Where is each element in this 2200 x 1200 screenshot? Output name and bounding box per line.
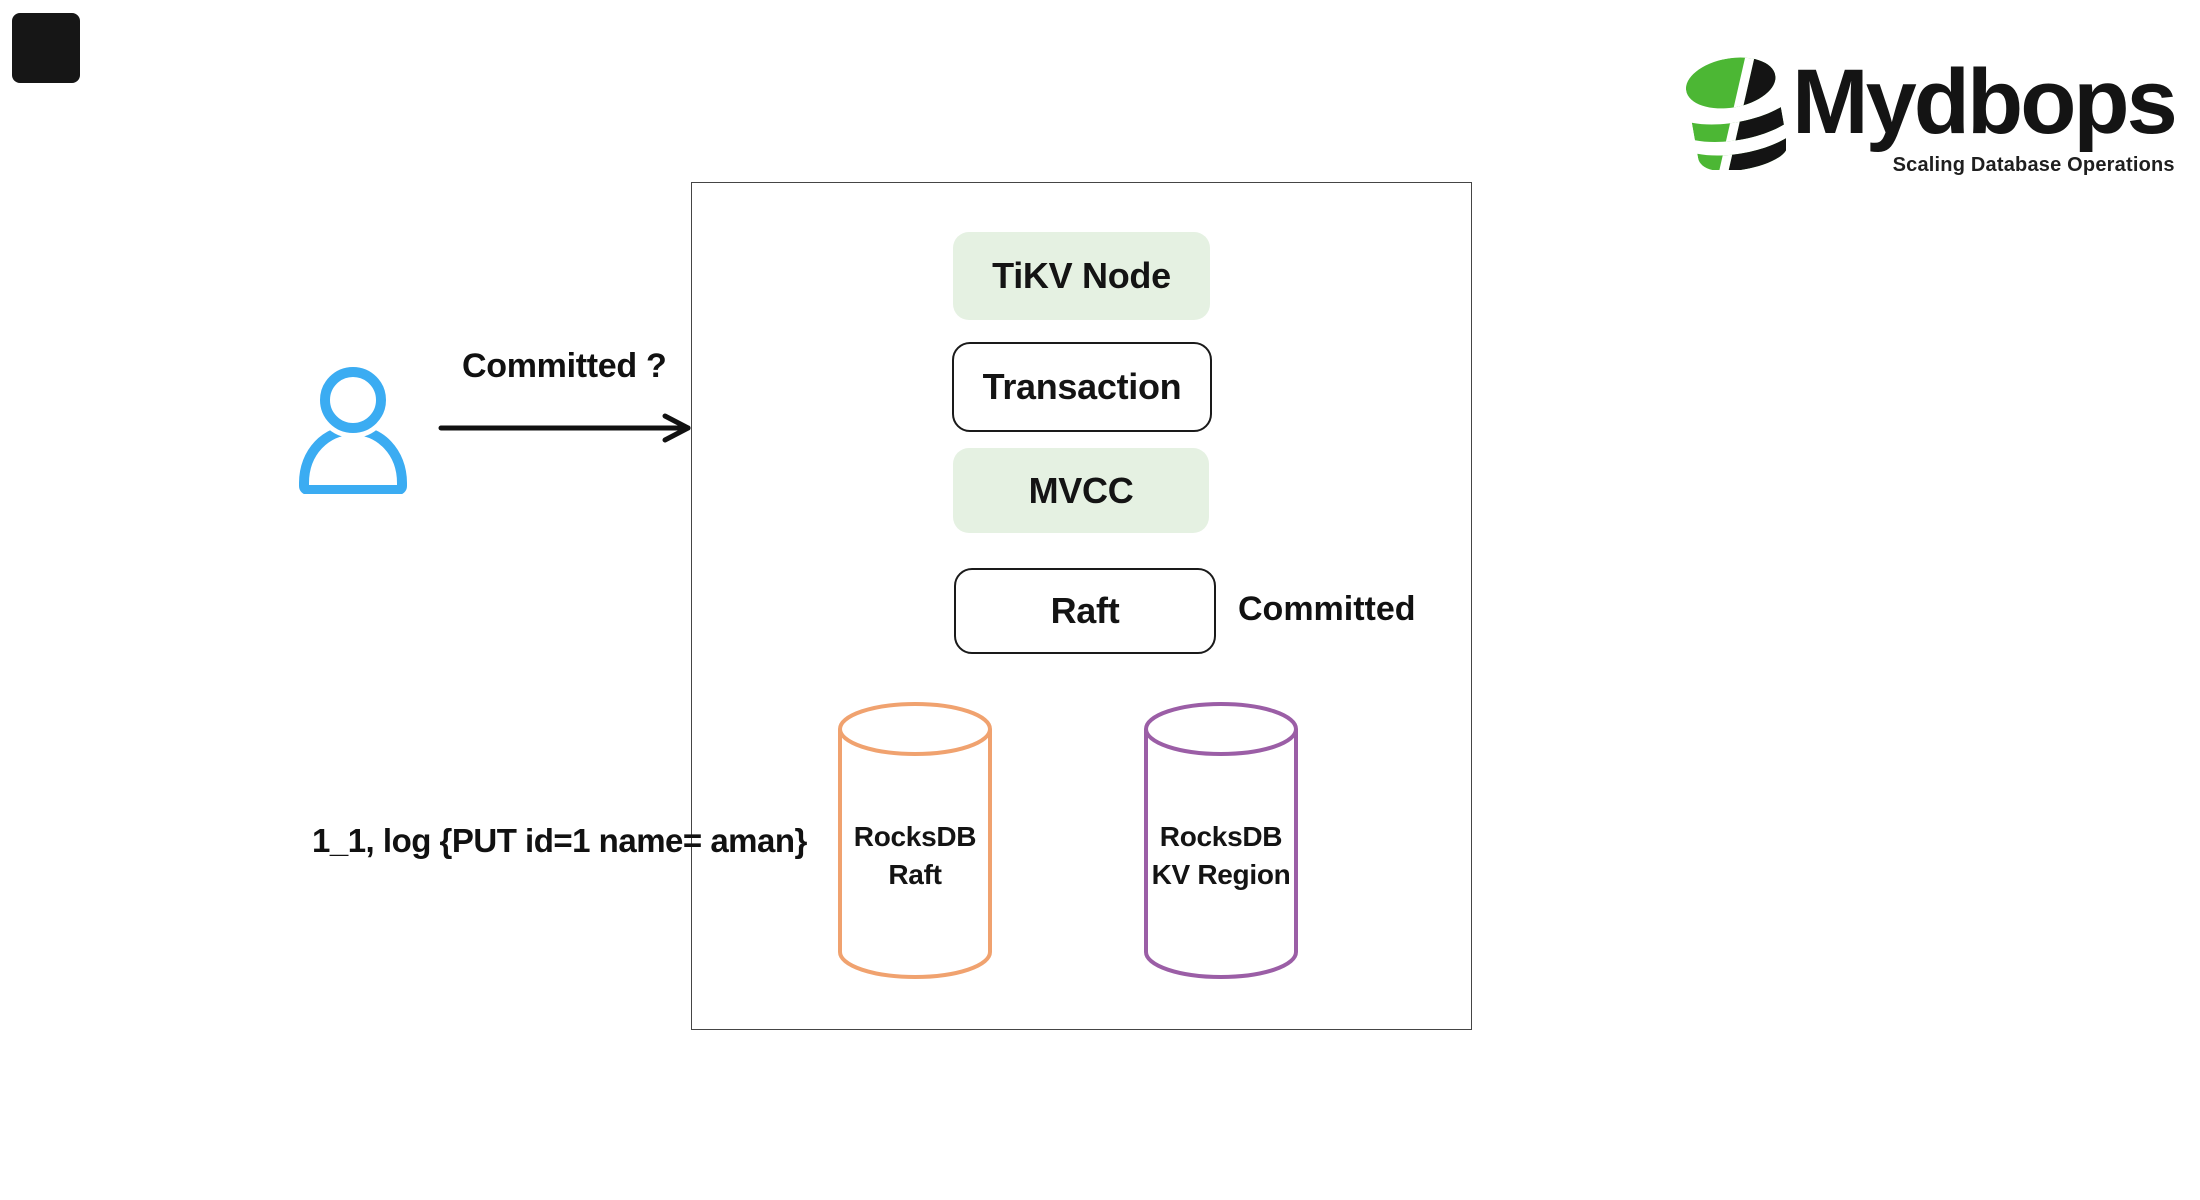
box-transaction-label: Transaction (982, 366, 1182, 407)
cylinder-rocksdb-kv-region-line1: RocksDB (1159, 821, 1283, 852)
corner-square (12, 13, 80, 83)
cylinder-rocksdb-kv-region-label: RocksDB KV Region (1144, 818, 1298, 894)
box-tikv-node: TiKV Node (953, 232, 1210, 320)
box-transaction: Transaction (952, 342, 1212, 432)
box-raft: Raft (954, 568, 1216, 654)
cylinder-rocksdb-kv-region-line2: KV Region (1151, 859, 1291, 890)
committed-status-label: Committed (1238, 590, 1416, 628)
box-mvcc-label: MVCC (1028, 469, 1134, 511)
committed-question-label: Committed ? (462, 347, 667, 385)
cylinder-rocksdb-raft-line2: Raft (888, 859, 942, 890)
raft-log-annotation: 1_1, log {PUT id=1 name= aman} (312, 822, 807, 859)
box-raft-label: Raft (1050, 590, 1120, 631)
tikv-node-frame (691, 182, 1472, 1030)
arrow-right-icon (438, 413, 691, 443)
mydbops-logo-icon (1686, 56, 1786, 170)
user-icon (299, 362, 407, 494)
cylinder-rocksdb-raft (838, 702, 992, 979)
cylinder-rocksdb-raft-line1: RocksDB (853, 821, 977, 852)
logo-tagline: Scaling Database Operations (1892, 153, 2175, 176)
cylinder-rocksdb-kv-region (1144, 702, 1298, 979)
box-mvcc: MVCC (953, 448, 1209, 533)
logo-text-block: Mydbops Scaling Database Operations (1792, 48, 2178, 177)
cylinder-rocksdb-raft-label: RocksDB Raft (838, 818, 992, 894)
box-tikv-node-label: TiKV Node (992, 255, 1171, 296)
logo-brand: Mydbops (1792, 51, 2178, 153)
mydbops-logo: Mydbops Scaling Database Operations (1686, 48, 2178, 177)
